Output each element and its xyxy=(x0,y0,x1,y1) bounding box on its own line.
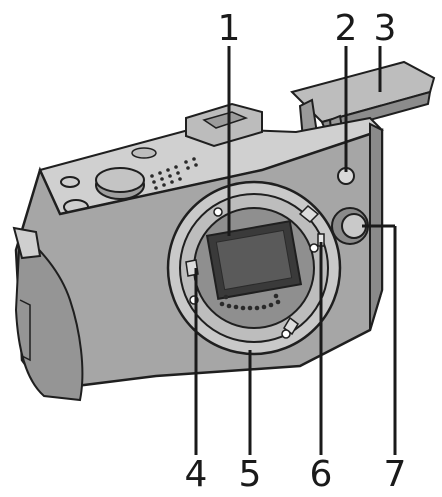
callout-4: 4 xyxy=(185,454,208,495)
lens-release-button xyxy=(331,207,369,245)
leader-lines xyxy=(194,46,397,455)
callout-5: 5 xyxy=(239,454,262,495)
speaker-grille xyxy=(150,157,198,190)
callout-2: 2 xyxy=(335,8,358,49)
power-switch xyxy=(60,176,80,188)
callout-7: 7 xyxy=(384,454,407,495)
callout-3: 3 xyxy=(374,8,397,49)
top-plate xyxy=(38,102,384,216)
grip xyxy=(14,227,84,402)
strap-lug xyxy=(12,226,42,260)
callouts: 1 2 3 4 5 6 7 xyxy=(185,8,407,495)
callout-1: 1 xyxy=(218,8,241,49)
lens-contacts xyxy=(219,293,281,311)
image-sensor xyxy=(205,220,303,300)
callout-6: 6 xyxy=(310,454,333,495)
